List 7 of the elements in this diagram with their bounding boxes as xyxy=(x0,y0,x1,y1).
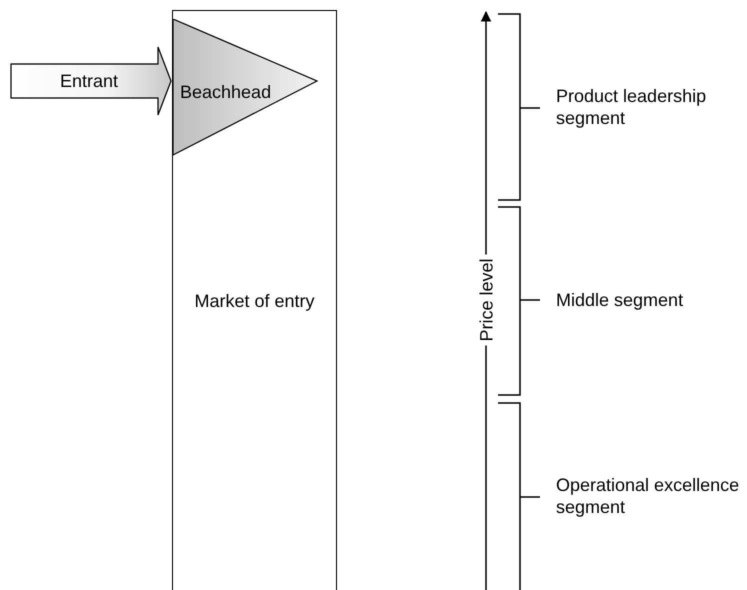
segment-label: Operational excellence segment xyxy=(556,474,740,518)
node-label: Beachhead xyxy=(180,81,272,103)
segment-label: Product leadership segment xyxy=(556,85,708,129)
segment-label: Middle segment xyxy=(556,289,684,311)
market-box xyxy=(172,10,337,590)
node-label: Market of entry xyxy=(193,290,316,312)
node-label: Entrant xyxy=(60,70,118,92)
